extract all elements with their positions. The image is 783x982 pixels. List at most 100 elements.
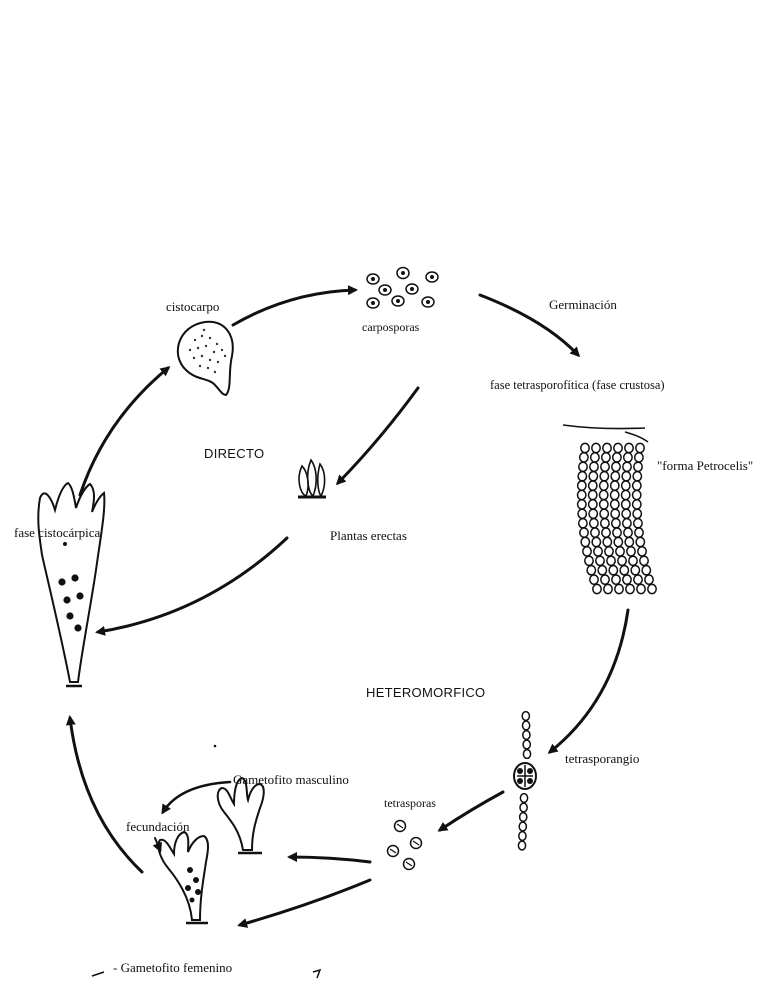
filament-cell	[591, 453, 599, 462]
filament-cell	[634, 462, 642, 471]
arrow-fase-cistocarpica-to-cistocarpo	[80, 368, 168, 495]
filament-cell	[579, 519, 587, 528]
filament-cell	[614, 537, 622, 546]
filament-cell	[631, 566, 639, 575]
filament-cell	[519, 822, 526, 831]
arrow-gametofito-femenino-to-fase-cistocarpica	[70, 718, 142, 872]
filament-cell	[589, 509, 597, 518]
filament-cell	[591, 528, 599, 537]
filament-cell	[642, 566, 650, 575]
tetrasporangio-icon	[514, 712, 536, 850]
arrow-tetrasporangio-to-tetrasporas	[440, 792, 503, 830]
stray-mark	[214, 745, 217, 748]
filament-cell	[633, 509, 641, 518]
filament-cell	[615, 584, 623, 593]
filament-cell	[590, 575, 598, 584]
filament-cell	[634, 519, 642, 528]
filament-cell	[612, 462, 620, 471]
tetrasporas-icon	[388, 821, 422, 870]
arrow-cistocarpo-to-carposporas	[233, 290, 355, 325]
filament-cell	[579, 462, 587, 471]
label-fase-cistocarpica: fase cistocárpica	[14, 525, 100, 540]
filament-cell	[592, 443, 600, 452]
filament-cell	[611, 509, 619, 518]
filament-cell	[600, 509, 608, 518]
filament-cell	[522, 712, 529, 721]
filament-cell	[614, 443, 622, 452]
filament-cell	[611, 472, 619, 481]
fase-cistocarpica-icon	[38, 483, 104, 686]
filament-cell	[624, 453, 632, 462]
cistocarpo-icon	[178, 322, 233, 395]
filament-cell	[598, 566, 606, 575]
filament-cell	[622, 500, 630, 509]
filament-cell	[637, 584, 645, 593]
filament-cell	[626, 584, 634, 593]
filament-cell	[620, 566, 628, 575]
filament-cell	[625, 443, 633, 452]
filament-cell	[623, 519, 631, 528]
filament-cell	[633, 472, 641, 481]
filament-cell	[636, 537, 644, 546]
filament-cell	[520, 803, 527, 812]
label-forma-petrocelis: "forma Petrocelis"	[657, 458, 753, 473]
filament-cell	[578, 500, 586, 509]
filament-cell	[613, 453, 621, 462]
petrocelis-icon	[563, 425, 656, 594]
filament-cell	[603, 537, 611, 546]
filament-cell	[600, 500, 608, 509]
filament-cell	[581, 537, 589, 546]
filament-cell	[602, 528, 610, 537]
filament-cell	[648, 584, 656, 593]
filament-cell	[523, 750, 530, 759]
stray-mark	[92, 972, 104, 976]
filament-cell	[603, 443, 611, 452]
filament-cell	[592, 537, 600, 546]
filament-cell	[589, 490, 597, 499]
filament-cell	[624, 528, 632, 537]
filament-cell	[589, 500, 597, 509]
gametofito-masculino-icon	[218, 778, 264, 853]
filament-cell	[622, 509, 630, 518]
filament-cell	[600, 481, 608, 490]
filament-cell	[623, 462, 631, 471]
filament-cell	[523, 731, 530, 740]
filament-cell	[611, 500, 619, 509]
filament-cell	[636, 443, 644, 452]
label-gametofito-femenino: - Gametofito femenino	[113, 960, 232, 975]
label-cistocarpo: cistocarpo	[166, 299, 219, 314]
filament-cell	[519, 832, 526, 841]
arrow-carposporas-to-plantas-erectas	[338, 388, 418, 483]
filament-cell	[612, 519, 620, 528]
filament-cell	[600, 472, 608, 481]
carposporas-icon	[367, 268, 438, 309]
filament-cell	[578, 472, 586, 481]
filament-cell	[590, 519, 598, 528]
filament-cell	[589, 472, 597, 481]
arrow-plantas-erectas-to-fase-cistocarpica	[98, 538, 287, 632]
filament-cell	[622, 490, 630, 499]
filament-cell	[634, 575, 642, 584]
filament-cell	[587, 566, 595, 575]
filament-cell	[589, 481, 597, 490]
label-gametofito-masculino: Gametofito masculino	[233, 772, 349, 787]
label-germinacion: Germinación	[549, 297, 617, 312]
filament-cell	[609, 566, 617, 575]
filament-cell	[611, 481, 619, 490]
label-carposporas: carposporas	[362, 320, 420, 334]
filament-cell	[518, 841, 525, 850]
filament-cell	[627, 547, 635, 556]
filament-cell	[585, 556, 593, 565]
filament-cell	[613, 528, 621, 537]
plantas-erectas-icon	[298, 460, 326, 497]
arrow-tetrasporas-to-gametofito-femenino	[240, 880, 370, 925]
filament-cell	[612, 575, 620, 584]
filament-cell	[604, 584, 612, 593]
filament-cell	[594, 547, 602, 556]
filament-cell	[580, 453, 588, 462]
arrow-tetrasporas-to-gametofito-masculino	[290, 857, 370, 862]
filament-cell	[629, 556, 637, 565]
filament-cell	[581, 443, 589, 452]
